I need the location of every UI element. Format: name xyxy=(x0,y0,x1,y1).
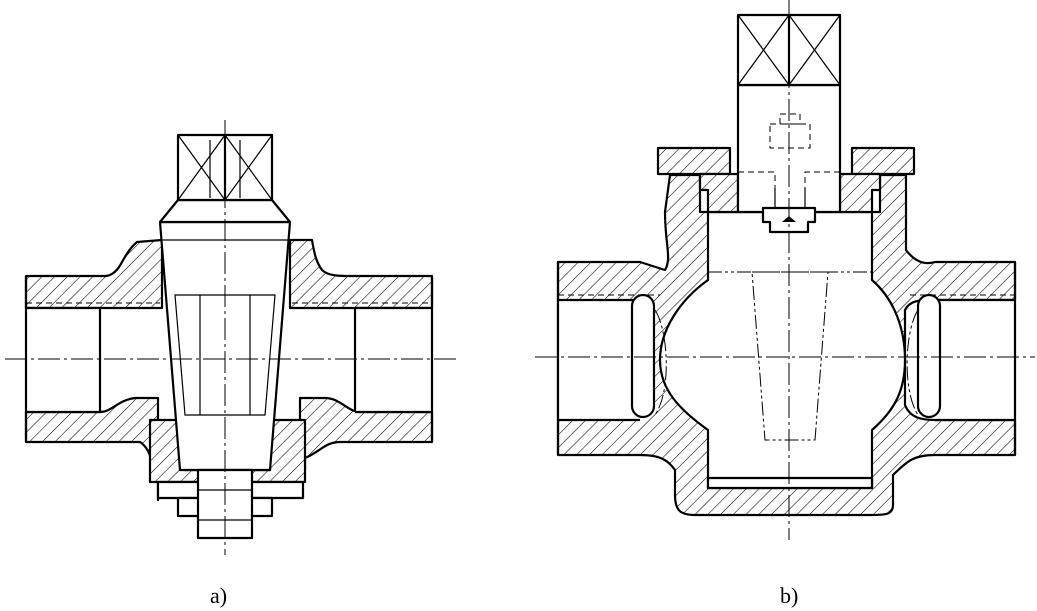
a-right-bore xyxy=(355,308,432,412)
figure-b-valve xyxy=(535,0,1035,540)
b-cover-right xyxy=(850,146,916,176)
figure-a-plug-valve xyxy=(5,120,460,555)
caption-a: a) xyxy=(210,583,228,608)
a-left-pipe-wall-top xyxy=(24,238,164,310)
b-right-seat xyxy=(916,293,942,419)
b-bottom-liner xyxy=(706,476,874,490)
b-left-bore xyxy=(558,300,640,420)
b-left-seat xyxy=(630,293,656,419)
a-plug-port xyxy=(174,294,276,416)
caption-b: b) xyxy=(780,583,799,608)
b-bonnet-right xyxy=(838,172,882,214)
b-right-bore xyxy=(935,300,1015,420)
a-right-pipe-wall-bottom xyxy=(298,396,434,472)
a-left-pipe-wall-bottom xyxy=(24,396,160,502)
b-cover-left xyxy=(656,146,732,176)
b-bonnet-left xyxy=(698,172,740,214)
a-right-pipe-wall-top xyxy=(288,238,434,310)
a-left-bore xyxy=(26,308,100,412)
